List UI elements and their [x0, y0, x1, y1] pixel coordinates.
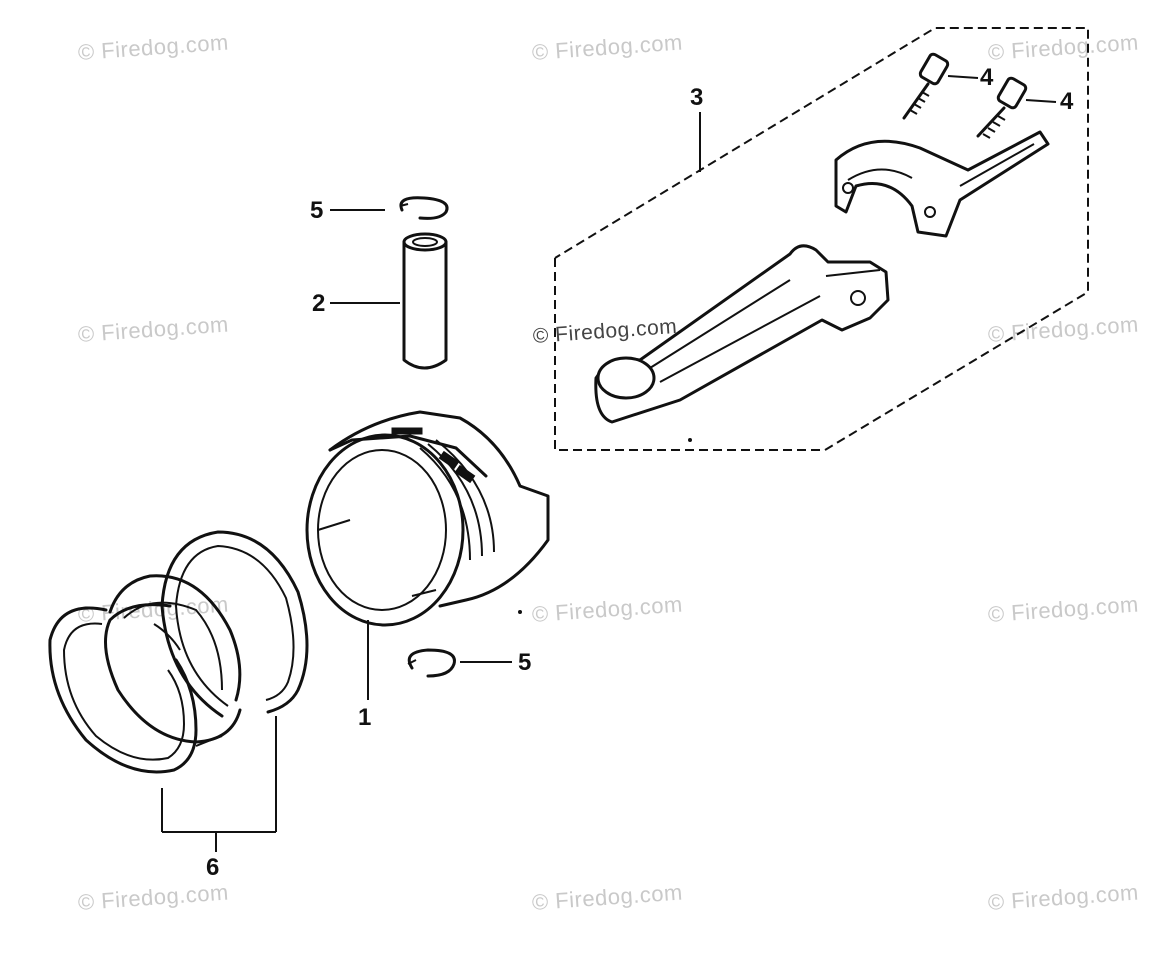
callout-piston-ring-set: 6: [206, 854, 220, 881]
callout-piston: 1: [358, 704, 372, 731]
piston-pin: [402, 232, 448, 370]
callout-piston-pin: 2: [312, 290, 326, 317]
callout-pin-clip-bottom: 5: [518, 649, 532, 676]
rod-bolt-b: [976, 76, 1028, 139]
callout-rod-bolt-b: 4: [1060, 88, 1074, 115]
callout-connecting-rod-set: 3: [690, 84, 704, 111]
connecting-rod-set-outline: [554, 27, 1089, 451]
callout-rod-bolt-a: 4: [980, 64, 994, 91]
rod-cap: [834, 130, 1050, 238]
ring-set-leader: [161, 716, 277, 852]
pin-clip-bottom: [407, 648, 456, 678]
piston-ring-set: [48, 530, 309, 774]
piston: [305, 410, 550, 627]
rod-bolt-a: [902, 52, 950, 120]
connecting-rod: [594, 244, 890, 424]
callout-pin-clip-top: 5: [310, 197, 324, 224]
pin-clip-top: [399, 196, 449, 220]
